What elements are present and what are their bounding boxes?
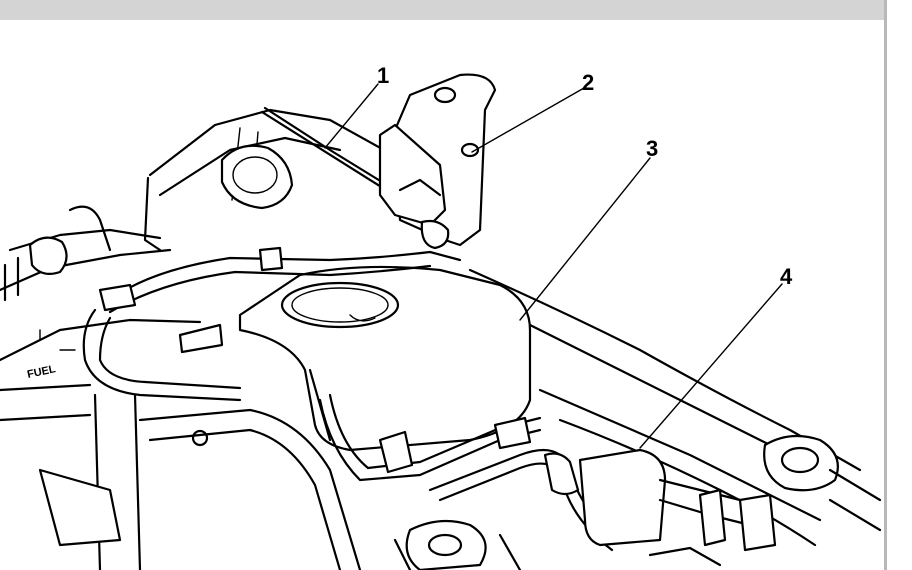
left-upper-components	[0, 144, 294, 351]
fuel-embossed-label: FUEL	[26, 363, 57, 381]
callout-4: 4	[780, 264, 793, 289]
canister-purge-block	[578, 448, 777, 567]
fuel-system-line-drawing: FUEL 1 2 3 4	[0, 63, 882, 570]
bottom-fittings	[393, 519, 522, 570]
callout-2: 2	[582, 70, 594, 95]
fuel-lines	[82, 246, 462, 402]
leader-lines	[324, 83, 783, 449]
left-body-panel: FUEL	[0, 318, 362, 570]
frame-rail-right	[468, 268, 882, 547]
bracket-sensor	[378, 73, 497, 250]
header-bar	[0, 0, 884, 20]
leader-line-2	[471, 87, 585, 153]
page-edge	[884, 0, 887, 570]
callout-3: 3	[646, 136, 658, 161]
callout-1: 1	[377, 63, 389, 88]
lower-tubes	[318, 393, 622, 552]
leader-line-1	[324, 83, 379, 149]
leader-line-3	[519, 157, 651, 321]
leader-line-4	[639, 283, 783, 449]
